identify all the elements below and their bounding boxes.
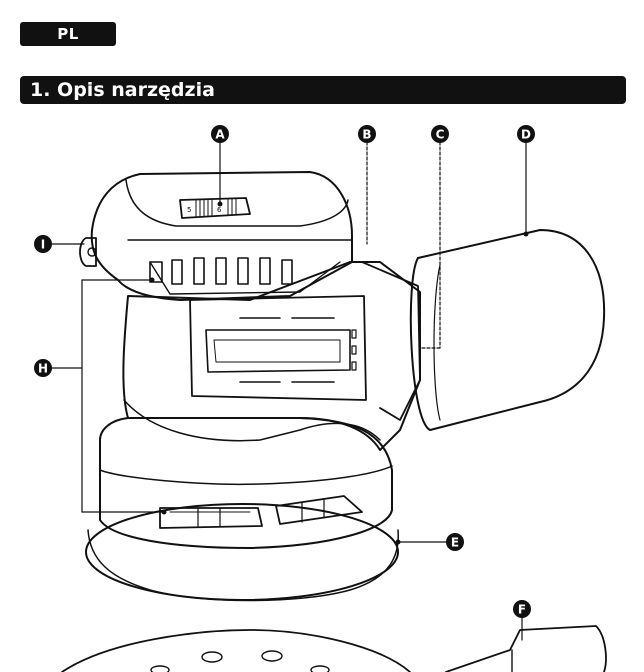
callout-e: E: [446, 533, 464, 551]
sander-top-housing: [79, 171, 353, 301]
callout-c-label: C: [436, 128, 445, 142]
callout-f: F: [513, 600, 531, 618]
callout-a: A: [211, 125, 229, 143]
sander-middle-body: [122, 261, 421, 451]
section-title: 1. Opis narzędzia: [30, 79, 215, 101]
sanding-disc: [61, 629, 411, 672]
callout-i: I: [34, 235, 52, 253]
callout-b: B: [358, 125, 376, 143]
language-badge: PL: [20, 22, 116, 46]
callout-leader-lines: [51, 141, 529, 641]
sander-lower-body: [99, 417, 393, 549]
sanding-pad: [85, 503, 399, 602]
callout-a-label: A: [215, 128, 225, 142]
dust-extraction-adapter: [445, 625, 607, 672]
dial-number-center: 6: [217, 206, 222, 214]
callout-c: C: [431, 125, 449, 143]
callout-h: H: [34, 359, 52, 377]
callout-h-label: H: [38, 362, 48, 376]
callout-e-label: E: [451, 536, 459, 550]
callout-b-label: B: [362, 128, 371, 142]
speed-dial: 5 6: [179, 197, 251, 219]
callout-f-label: F: [518, 603, 526, 617]
section-heading-bar: 1. Opis narzędzia: [20, 76, 626, 104]
callout-d: D: [517, 125, 535, 143]
callout-d-label: D: [521, 128, 531, 142]
dial-number-left: 5: [187, 206, 191, 214]
sander-rear-handle: [409, 229, 606, 431]
callout-i-label: I: [41, 238, 45, 252]
language-badge-label: PL: [57, 25, 79, 43]
